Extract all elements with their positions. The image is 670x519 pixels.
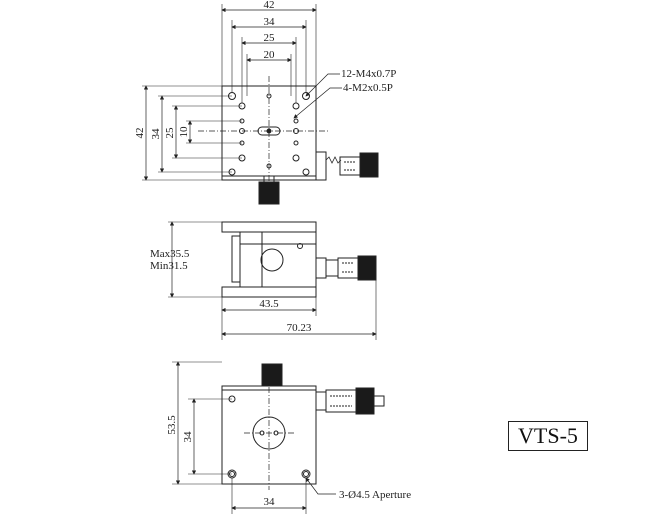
bottom-lock-knob (261, 363, 283, 387)
dim-bottom-height-34: 34 (182, 431, 194, 443)
callout-thread-m2: 4-M2x0.5P (343, 82, 393, 94)
dim-top-width-20: 20 (264, 49, 276, 61)
model-title-box: VTS-5 (508, 421, 588, 451)
dim-bottom-width-34: 34 (264, 496, 276, 508)
dim-side-max-height: Max35.5 (150, 248, 190, 260)
dim-top-width-42: 42 (264, 0, 275, 11)
bottom-micrometer (315, 387, 385, 415)
top-view (142, 4, 379, 205)
dim-top-width-34: 34 (264, 16, 276, 28)
bottom-view-labels: 53.5 34 34 3-Ø4.5 Aperture (166, 415, 411, 508)
dim-top-width-25: 25 (264, 32, 276, 44)
dim-top-height-25: 25 (164, 127, 176, 139)
callout-thread-m4: 12-M4x0.7P (341, 68, 396, 80)
bottom-view (172, 361, 385, 514)
side-view (168, 221, 377, 340)
top-view-labels: 42 34 25 20 42 34 25 10 12-M4x0.7P 4-M2x… (134, 0, 396, 140)
dim-top-height-34: 34 (150, 128, 162, 140)
model-name: VTS-5 (518, 423, 578, 448)
dim-side-min-height: Min31.5 (150, 260, 188, 272)
dim-bottom-height-53-5: 53.5 (166, 415, 178, 435)
dim-side-total-length: 70.23 (287, 322, 312, 334)
dim-top-height-42: 42 (134, 128, 146, 139)
dim-top-height-10: 10 (178, 126, 190, 138)
side-micrometer (315, 255, 377, 281)
top-lock-knob (258, 181, 280, 205)
dim-side-base-length: 43.5 (259, 298, 279, 310)
top-micrometer (315, 151, 379, 181)
side-view-labels: Max35.5 Min31.5 43.5 70.23 (150, 248, 312, 334)
callout-aperture: 3-Ø4.5 Aperture (339, 489, 411, 501)
